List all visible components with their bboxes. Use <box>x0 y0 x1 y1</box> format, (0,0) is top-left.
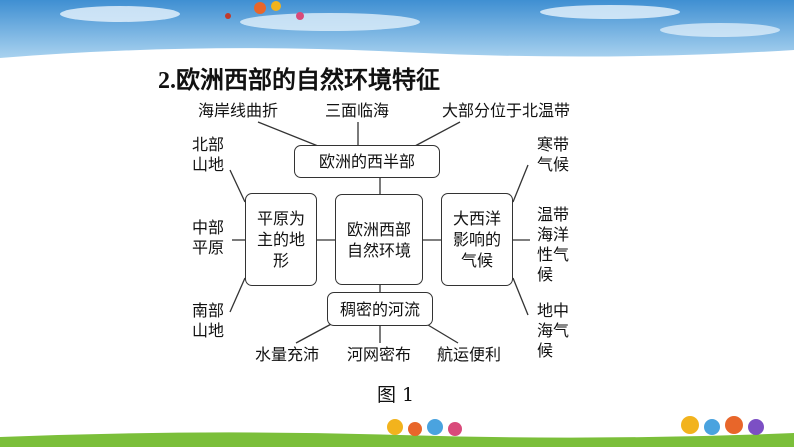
figure-caption: 图 1 <box>377 384 415 406</box>
box-natural-environment: 欧洲西部 自然环境 <box>335 194 423 285</box>
label-abundant-water: 水量充沛 <box>255 345 320 364</box>
label-mediterranean: 地中 海气 候 <box>537 301 570 360</box>
label-coastline: 海岸线曲折 <box>198 101 279 120</box>
balloon-icon <box>225 1 304 20</box>
box-dense-rivers: 稠密的河流 <box>327 292 433 326</box>
label-river-network: 河网密布 <box>347 345 412 364</box>
label-navigation: 航运便利 <box>437 345 502 364</box>
label-temperate-maritime: 温带 海洋 性气 候 <box>537 205 570 284</box>
box-plain-terrain: 平原为 主的地 形 <box>245 193 317 286</box>
section-title: 2.欧洲西部的自然环境特征 <box>158 60 440 95</box>
label-three-seas: 三面临海 <box>325 101 390 120</box>
section-number: 2. <box>158 68 176 94</box>
label-central-plains: 中部 平原 <box>192 218 225 257</box>
cartoon-kids-icon <box>387 416 764 436</box>
box-atlantic-climate: 大西洋 影响的 气候 <box>441 193 513 286</box>
box-west-half: 欧洲的西半部 <box>294 145 440 178</box>
grass-footer <box>0 416 794 447</box>
sky-banner <box>0 0 794 70</box>
label-north-temperate: 大部分位于北温带 <box>442 101 571 120</box>
label-cold-climate: 寒带 气候 <box>537 135 570 174</box>
label-north-mountains: 北部 山地 <box>192 135 225 174</box>
label-south-mountains: 南部 山地 <box>192 301 225 340</box>
section-title-text: 欧洲西部的自然环境特征 <box>176 65 440 94</box>
